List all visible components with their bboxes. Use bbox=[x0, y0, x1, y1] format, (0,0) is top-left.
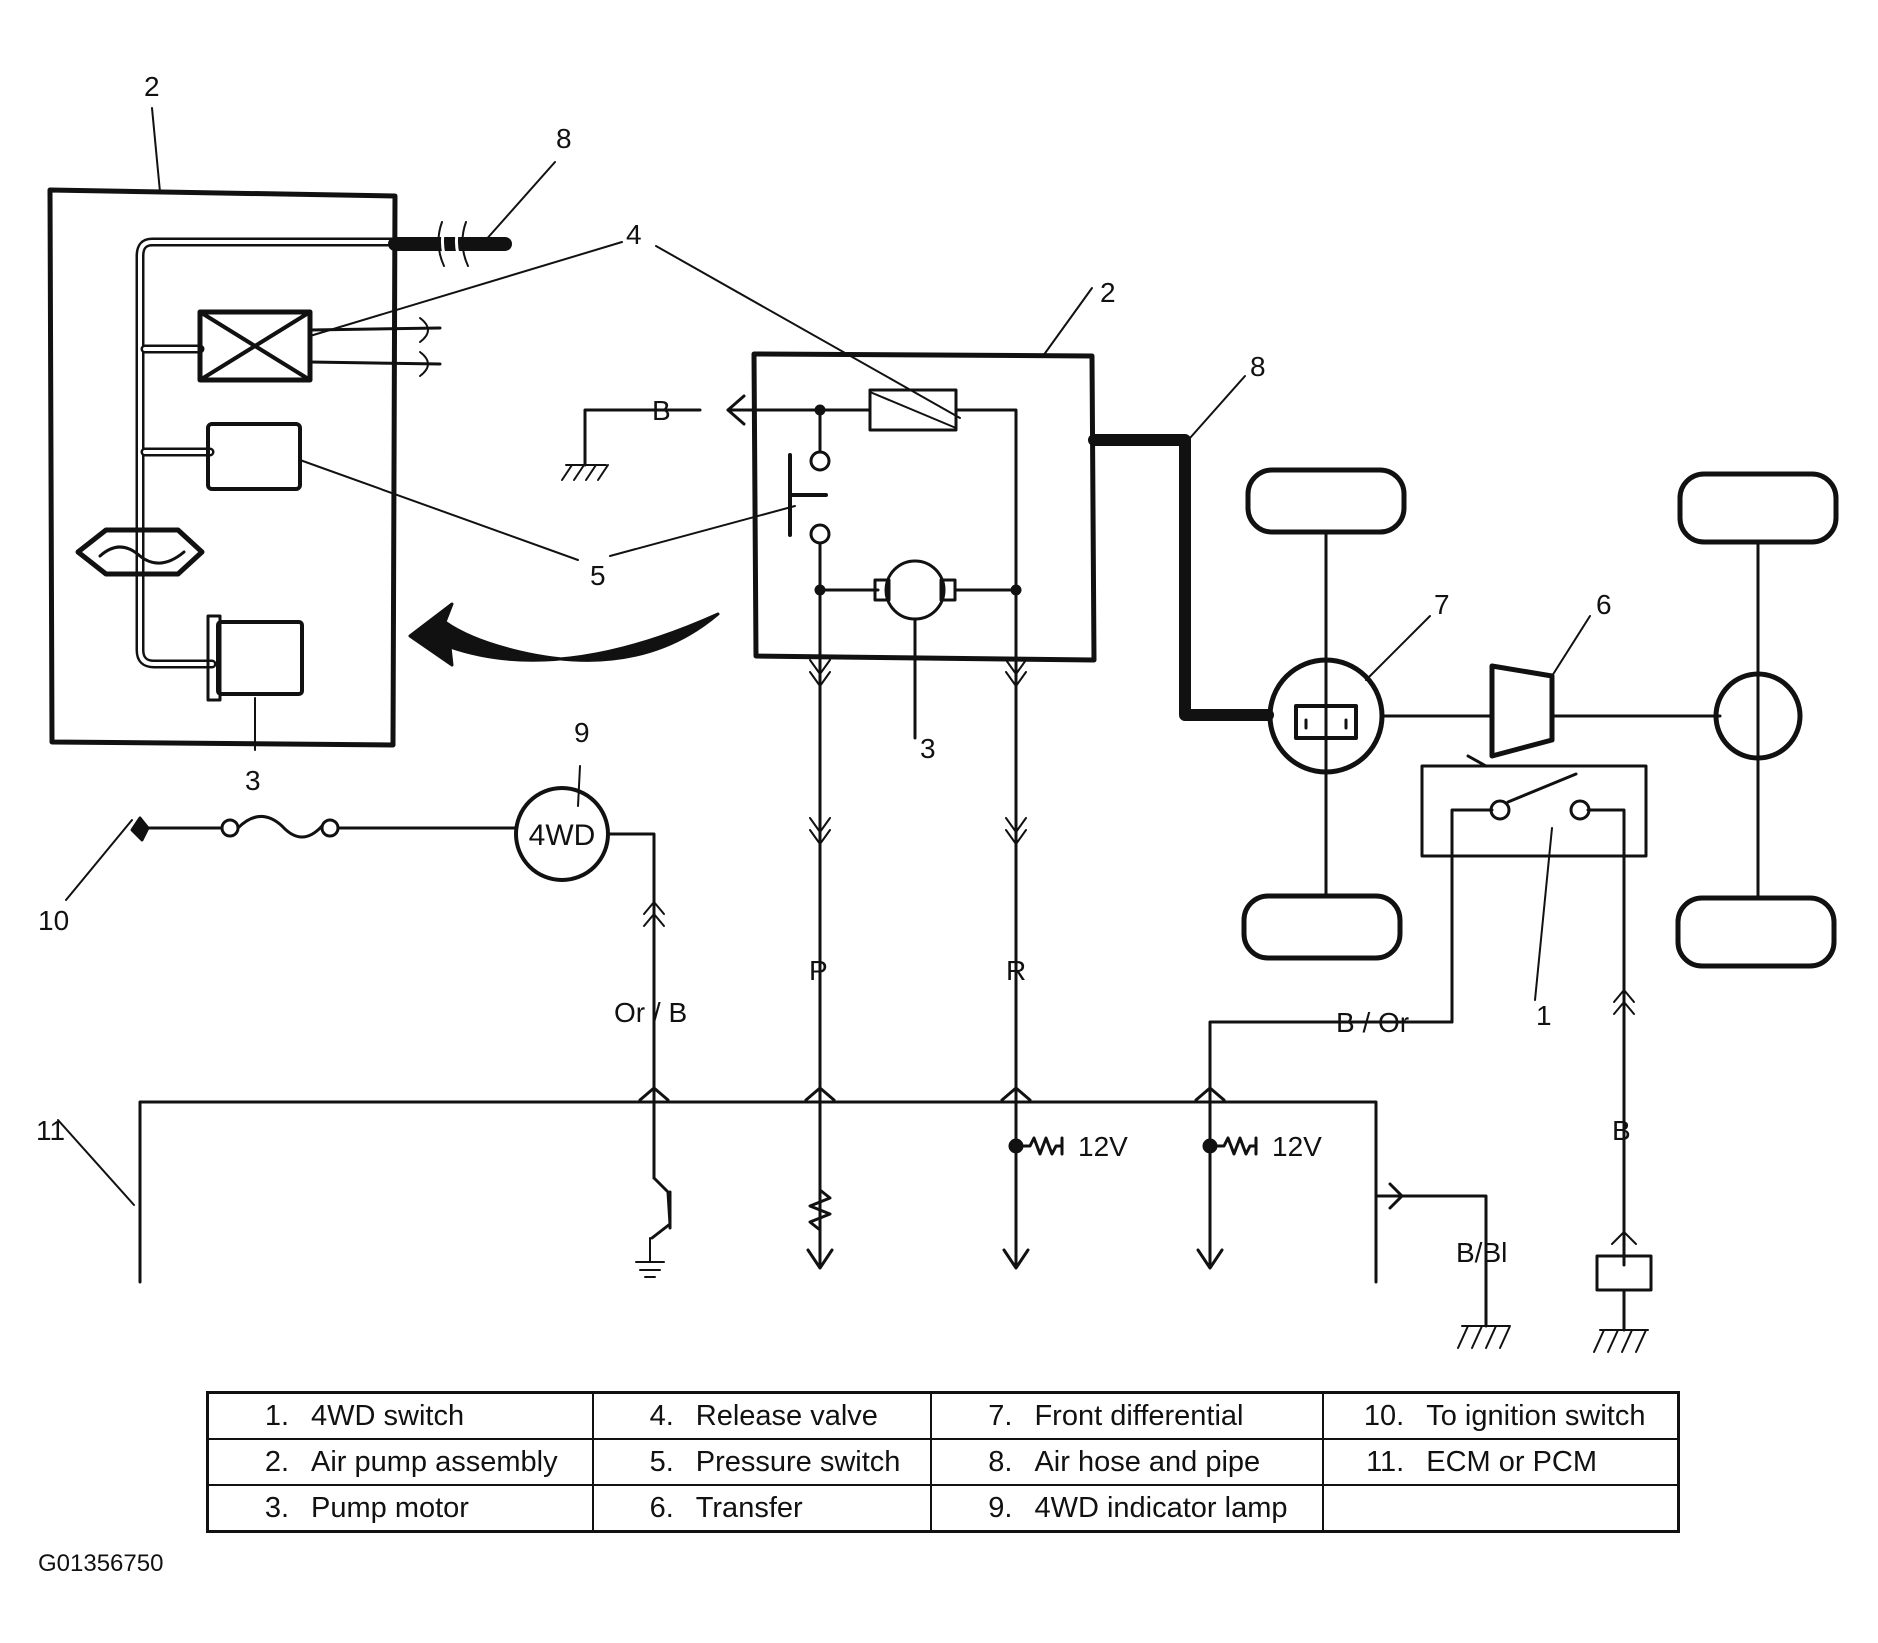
legend-number: 2. bbox=[264, 1445, 289, 1478]
legend-text: 4WD indicator lamp bbox=[1034, 1491, 1288, 1524]
callout-3-left: 3 bbox=[245, 765, 261, 796]
legend-table: 1. 4WD switch 4. Release valve 7. Front dif… bbox=[206, 1391, 1680, 1533]
release-valve-icon bbox=[197, 309, 313, 383]
wire-label-bbl: B/Bl bbox=[1456, 1237, 1507, 1268]
legend-row: 2. Air pump assembly 5. Pressure switch 8.… bbox=[206, 1438, 1680, 1486]
drivetrain bbox=[1208, 467, 1839, 1353]
wire-label-orb: Or / B bbox=[614, 997, 687, 1028]
legend-cell: 3. Pump motor bbox=[206, 1484, 594, 1533]
legend-number: 8. bbox=[988, 1445, 1013, 1478]
legend-row: 1. 4WD switch 4. Release valve 7. Front dif… bbox=[206, 1391, 1680, 1440]
legend-text: Air pump assembly bbox=[311, 1445, 558, 1478]
callout-7: 7 bbox=[1434, 589, 1450, 620]
ecm-block bbox=[138, 1086, 1511, 1349]
legend-number: 7. bbox=[988, 1399, 1013, 1432]
wire-label-bor: B / Or bbox=[1336, 1007, 1409, 1038]
wire-label-r: R bbox=[1006, 955, 1026, 986]
legend-cell: 4. Release valve bbox=[591, 1391, 933, 1440]
legend-text: Front differential bbox=[1034, 1399, 1244, 1432]
legend-cell: 2. Air pump assembly bbox=[206, 1438, 594, 1486]
callout-6: 6 bbox=[1596, 589, 1612, 620]
air-pump-assembly-detail bbox=[47, 187, 720, 748]
wire-label-12v-a: 12V bbox=[1078, 1131, 1128, 1162]
callout-2-left: 2 bbox=[144, 71, 160, 102]
legend-row: 3. Pump motor 6. Transfer 9. 4WD indicator … bbox=[206, 1484, 1680, 1533]
callout-10: 10 bbox=[38, 905, 69, 936]
pump-schematic bbox=[561, 351, 1274, 1267]
callout-leaders bbox=[57, 107, 1591, 1206]
legend-text: Transfer bbox=[695, 1491, 803, 1524]
legend-number: 4. bbox=[649, 1399, 674, 1432]
legend-text: To ignition switch bbox=[1426, 1399, 1646, 1432]
transfer-icon bbox=[1489, 663, 1555, 759]
legend-cell bbox=[1322, 1484, 1680, 1533]
callout-8-left: 8 bbox=[556, 123, 572, 154]
legend-cell: 10. To ignition switch bbox=[1322, 1391, 1680, 1440]
legend-text: Pump motor bbox=[311, 1491, 469, 1524]
callout-5: 5 bbox=[590, 560, 606, 591]
front-differential-icon bbox=[1267, 657, 1385, 775]
legend-text: Pressure switch bbox=[695, 1445, 901, 1478]
callout-4: 4 bbox=[626, 219, 642, 250]
legend-text: 4WD switch bbox=[311, 1399, 465, 1432]
legend-cell: 8. Air hose and pipe bbox=[930, 1438, 1325, 1486]
legend-number: 9. bbox=[988, 1491, 1013, 1524]
wire-label-b-right: B bbox=[1612, 1115, 1631, 1146]
wire-label-12v-b: 12V bbox=[1272, 1131, 1322, 1162]
indicator-circuit bbox=[130, 786, 672, 1278]
legend-number: 5. bbox=[649, 1445, 674, 1478]
legend-cell: 7. Front differential bbox=[930, 1391, 1325, 1440]
legend-number: 1. bbox=[264, 1399, 289, 1432]
callout-8-right: 8 bbox=[1250, 351, 1266, 382]
legend-cell: 5. Pressure switch bbox=[591, 1438, 933, 1486]
legend-cell: 1. 4WD switch bbox=[206, 1391, 594, 1440]
legend-text: Release valve bbox=[695, 1399, 878, 1432]
wire-label-b-top: B bbox=[652, 395, 671, 426]
zoom-arrow-icon bbox=[408, 602, 720, 667]
wire-label-p: P bbox=[809, 955, 828, 986]
legend-text: ECM or PCM bbox=[1426, 1445, 1598, 1478]
pressure-switch-icon bbox=[206, 422, 302, 491]
legend-number: 10. bbox=[1363, 1399, 1405, 1432]
callout-2-center: 2 bbox=[1100, 277, 1116, 308]
legend-cell: 9. 4WD indicator lamp bbox=[930, 1484, 1325, 1533]
callout-11: 11 bbox=[36, 1115, 65, 1146]
callout-9: 9 bbox=[574, 717, 590, 748]
callout-3-center: 3 bbox=[920, 733, 936, 764]
figure-code: G01356750 bbox=[38, 1550, 164, 1577]
pump-motor-icon bbox=[206, 614, 304, 702]
legend-number: 6. bbox=[649, 1491, 674, 1524]
lamp-label: 4WD bbox=[529, 819, 596, 852]
legend-number: 11. bbox=[1366, 1445, 1405, 1478]
callout-1: 1 bbox=[1536, 1000, 1552, 1031]
legend-cell: 6. Transfer bbox=[591, 1484, 933, 1533]
filter-icon bbox=[75, 527, 205, 577]
legend-cell: 11. ECM or PCM bbox=[1322, 1438, 1680, 1486]
legend-text: Air hose and pipe bbox=[1034, 1445, 1261, 1478]
legend-number: 3. bbox=[264, 1491, 289, 1524]
